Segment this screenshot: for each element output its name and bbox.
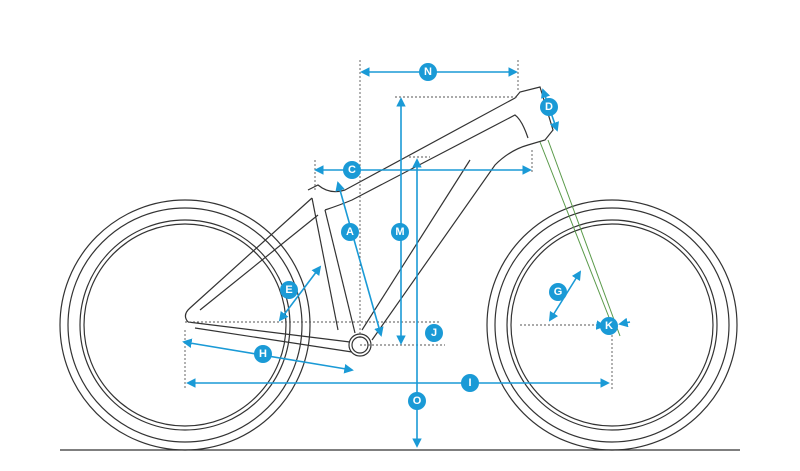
label-e: E (280, 281, 298, 299)
label-o: O (408, 392, 426, 410)
label-d: D (540, 98, 558, 116)
label-h: H (254, 345, 272, 363)
svg-text:I: I (468, 377, 471, 389)
label-a: A (341, 223, 359, 241)
label-j: J (425, 324, 443, 342)
svg-text:N: N (424, 66, 432, 78)
label-n: N (419, 63, 437, 81)
svg-text:M: M (395, 226, 404, 238)
svg-text:D: D (545, 101, 553, 113)
front-wheel (486, 199, 738, 451)
label-g: G (549, 283, 567, 301)
label-m: M (391, 223, 409, 241)
rear-wheel (59, 199, 311, 451)
svg-text:A: A (346, 226, 354, 238)
label-i: I (461, 374, 479, 392)
dimension-arrows (182, 67, 631, 448)
svg-text:K: K (605, 320, 613, 332)
svg-text:O: O (413, 395, 422, 407)
bike-frame (184, 86, 621, 357)
svg-text:J: J (431, 327, 437, 339)
label-c: C (343, 161, 361, 179)
svg-text:E: E (285, 284, 292, 296)
svg-text:C: C (348, 164, 356, 176)
svg-text:H: H (259, 348, 267, 360)
label-k: K (600, 317, 618, 335)
svg-text:G: G (554, 286, 563, 298)
